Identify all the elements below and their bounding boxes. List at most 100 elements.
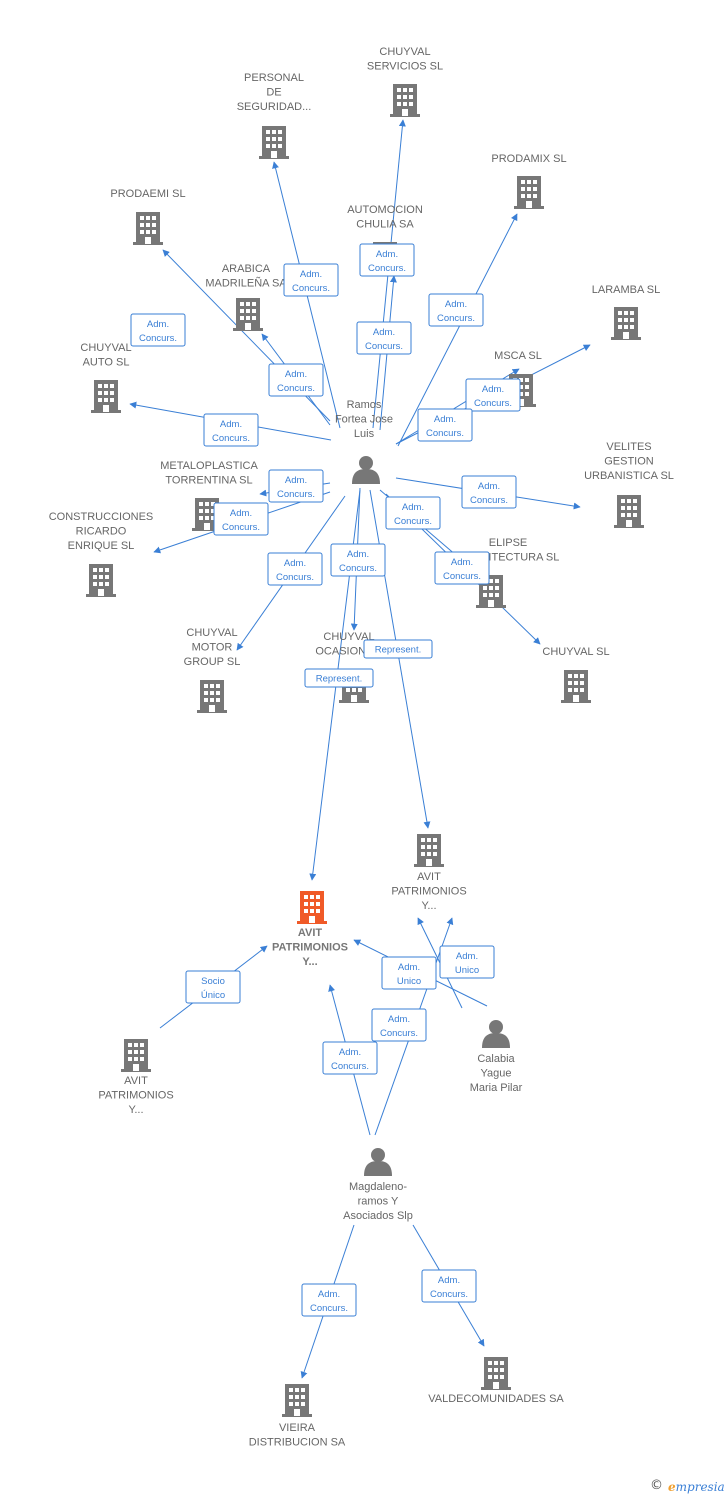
- node-label: ENRIQUE SL: [68, 540, 135, 552]
- edge-label-text: Concurs.: [139, 333, 177, 344]
- edge-label-frame: [268, 469, 324, 503]
- edge-label-box[interactable]: Adm.Concurs.: [371, 1008, 427, 1042]
- node-label: PATRIMONIOS: [391, 886, 466, 898]
- edge-label-box[interactable]: Adm.Concurs.: [330, 543, 386, 577]
- brand-logo[interactable]: empresia: [668, 1480, 725, 1494]
- company-node-valdecomunidades[interactable]: VALDECOMUNIDADES SA: [428, 1357, 564, 1405]
- edge-label-text: Adm.: [284, 558, 306, 569]
- company-node-avit-left[interactable]: AVITPATRIMONIOSY...: [98, 1039, 174, 1116]
- node-label: ramos Y: [358, 1196, 399, 1208]
- edge-label-text: Concurs.: [277, 383, 315, 394]
- edge-label-box[interactable]: Adm.Concurs.: [203, 413, 259, 447]
- edge-label-frame: [465, 378, 521, 412]
- edge-label-frame: [363, 639, 433, 659]
- edge-label-box[interactable]: Represent.: [304, 668, 374, 688]
- edge-label-text: Concurs.: [394, 516, 432, 527]
- edge-label-box[interactable]: Adm.Concurs.: [268, 469, 324, 503]
- edge-label-box[interactable]: Adm.Concurs.: [213, 502, 269, 536]
- edge-label-text: Concurs.: [222, 522, 260, 533]
- edge-label-text: Concurs.: [310, 1303, 348, 1314]
- edge-label-box[interactable]: Adm.Concurs.: [268, 363, 324, 397]
- node-label: Yague: [481, 1068, 512, 1080]
- edge-label-box[interactable]: Adm.Concurs.: [385, 496, 441, 530]
- edge-label-text: Concurs.: [212, 433, 250, 444]
- edge-label-box[interactable]: Adm.Concurs.: [322, 1041, 378, 1075]
- node-label: METALOPLASTICA: [160, 460, 258, 472]
- edge-label-text: Adm.: [388, 1014, 410, 1025]
- node-label: SEGURIDAD...: [237, 101, 312, 113]
- edge-label-text: Adm.: [438, 1275, 460, 1286]
- edge-label-frame: [283, 263, 339, 297]
- node-label: Y...: [302, 956, 317, 968]
- edge-label-box[interactable]: Adm.Unico: [439, 945, 495, 979]
- node-label: GROUP SL: [184, 656, 241, 668]
- company-node-avit-focus[interactable]: AVITPATRIMONIOSY...: [272, 891, 348, 968]
- edge-label-frame: [381, 956, 437, 990]
- node-label: DISTRIBUCION SA: [249, 1437, 346, 1449]
- company-node-personal-seg[interactable]: PERSONALDESEGURIDAD...: [237, 72, 312, 159]
- company-node-msca[interactable]: MSCA SL: [494, 350, 542, 407]
- edge-label-box[interactable]: Represent.: [363, 639, 433, 659]
- edge-label-frame: [417, 408, 473, 442]
- edge-label-frame: [359, 243, 415, 277]
- edge-label-text: Concurs.: [426, 428, 464, 439]
- building-icon: [86, 564, 116, 597]
- company-node-laramba[interactable]: LARAMBA SL: [592, 284, 660, 340]
- edge-label-box[interactable]: Adm. Concurs.: [130, 313, 186, 347]
- edge-line: [369, 489, 431, 829]
- node-label: CHUYVAL: [323, 631, 374, 643]
- node-label: VIEIRA: [279, 1422, 316, 1434]
- node-label: CONSTRUCCIONES: [49, 511, 154, 523]
- edge-label-text: Adm.: [347, 549, 369, 560]
- edge-label-box[interactable]: Adm.Concurs.: [461, 475, 517, 509]
- node-label: MADRILEÑA SA: [205, 277, 287, 290]
- edge-label-text: Adm.: [318, 1289, 340, 1300]
- edge-label-text: Concurs.: [331, 1061, 369, 1072]
- building-icon: [233, 298, 263, 331]
- edge-label-frame: [267, 552, 323, 586]
- edge-label-text: Adm.: [300, 269, 322, 280]
- edge-label-box[interactable]: Adm.Unico: [381, 956, 437, 990]
- node-label: Magdaleno-: [349, 1181, 407, 1193]
- edge-label-text: Adm.: [373, 327, 395, 338]
- company-node-avit-right[interactable]: AVITPATRIMONIOSY...: [391, 834, 467, 912]
- node-label: PATRIMONIOS: [272, 942, 348, 954]
- company-node-chuyval-sl[interactable]: CHUYVAL SL: [542, 646, 610, 703]
- edge-label-box[interactable]: Adm.Concurs.: [267, 552, 323, 586]
- edge-label-text: Concurs.: [365, 341, 403, 352]
- brand-initial: e: [668, 1480, 676, 1494]
- building-icon: [414, 834, 444, 867]
- edge-label-box[interactable]: Adm.Concurs.: [359, 243, 415, 277]
- company-node-prodaemi[interactable]: PRODAEMI SL: [110, 188, 186, 245]
- company-node-prodamix[interactable]: PRODAMIX SL: [491, 153, 567, 209]
- edge-label-box[interactable]: Adm.Concurs.: [417, 408, 473, 442]
- building-icon: [611, 307, 641, 340]
- edge-label-box[interactable]: Adm. Concurs.: [356, 321, 412, 355]
- edge-label-box[interactable]: Adm.Concurs.: [434, 551, 490, 585]
- edge-label-text: Concurs.: [437, 313, 475, 324]
- edge-label-box[interactable]: Adm.Concurs.: [465, 378, 521, 412]
- company-node-vieira[interactable]: VIEIRA DISTRIBUCION SA: [249, 1384, 346, 1449]
- edge-label-box[interactable]: Adm.Concurs.: [421, 1269, 477, 1303]
- edge-label-box[interactable]: Adm.Concurs.: [283, 263, 339, 297]
- building-icon: [91, 380, 121, 413]
- building-icon: [259, 126, 289, 159]
- edge-labels-layer: Adm. Concurs. Adm. Concurs. Adm. Concurs. Adm.…: [130, 243, 521, 1317]
- edge-label-box[interactable]: Adm.Concurs.: [428, 293, 484, 327]
- edge-label-box[interactable]: Adm. Concurs.: [301, 1283, 357, 1317]
- edge-line: [397, 213, 518, 447]
- edge-label-text: Adm.: [147, 319, 169, 330]
